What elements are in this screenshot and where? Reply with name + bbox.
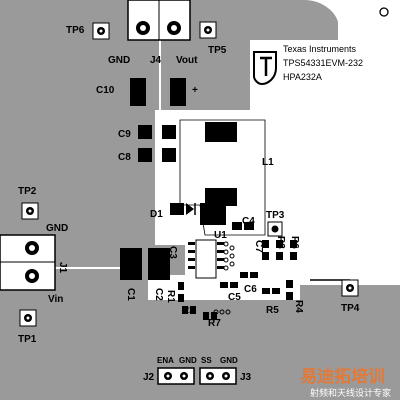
label-vin: Vin bbox=[48, 294, 63, 305]
copper-pour-main bbox=[0, 0, 338, 300]
r3-resistor bbox=[276, 240, 283, 260]
c8-capacitor bbox=[138, 148, 176, 162]
label-r1: R1 bbox=[165, 290, 176, 303]
label-r2: R2 bbox=[182, 305, 195, 316]
label-vout: Vout bbox=[176, 55, 198, 66]
label-j3: J3 bbox=[240, 372, 252, 383]
label-r6: R6 bbox=[289, 236, 300, 249]
title-board: TPS54331EVM-232 bbox=[283, 58, 363, 68]
c7-capacitor bbox=[262, 240, 269, 260]
label-gnd-j3: GND bbox=[220, 356, 238, 365]
label-u1: U1 bbox=[214, 230, 227, 241]
r7-resistor bbox=[203, 312, 217, 320]
c2-capacitor bbox=[148, 248, 170, 280]
r5-resistor bbox=[262, 288, 280, 294]
j1-pin-1-hole bbox=[29, 245, 35, 251]
label-l1: L1 bbox=[262, 157, 274, 168]
via-cluster bbox=[213, 241, 235, 315]
l1-inductor bbox=[205, 122, 237, 206]
c9-capacitor bbox=[138, 125, 176, 139]
c6-capacitor bbox=[240, 272, 258, 278]
j2-header bbox=[157, 367, 195, 385]
label-plus: + bbox=[192, 85, 198, 96]
watermark-sub: 射频和天线设计专家 bbox=[310, 387, 391, 398]
watermark-main: 易迪拓培训 bbox=[300, 366, 385, 386]
label-r3: R3 bbox=[275, 236, 286, 249]
tp3-testpoint bbox=[267, 221, 283, 237]
label-tp6: TP6 bbox=[66, 25, 85, 36]
j1-pin-2-hole bbox=[29, 273, 35, 279]
label-c1: C1 bbox=[125, 288, 136, 301]
label-tp2: TP2 bbox=[18, 186, 37, 197]
corner-hole-tr bbox=[379, 7, 389, 17]
c4-capacitor bbox=[232, 222, 254, 230]
label-c6: C6 bbox=[244, 284, 257, 295]
label-tp4: TP4 bbox=[341, 303, 360, 314]
tp5-testpoint bbox=[199, 21, 217, 39]
label-r4: R4 bbox=[293, 300, 304, 313]
c1-capacitor bbox=[120, 248, 142, 280]
c10-capacitor bbox=[130, 78, 186, 106]
label-c9: C9 bbox=[118, 129, 131, 140]
label-c3: C3 bbox=[167, 246, 178, 259]
label-c8: C8 bbox=[118, 152, 131, 163]
tp2-testpoint bbox=[21, 202, 39, 220]
r2-resistor bbox=[182, 306, 196, 314]
label-gnd-j2: GND bbox=[179, 356, 197, 365]
label-r7: R7 bbox=[208, 318, 221, 329]
label-c5: C5 bbox=[228, 292, 241, 303]
r4-resistor bbox=[286, 280, 293, 300]
label-ena: ENA bbox=[157, 356, 174, 365]
r1-resistor bbox=[178, 282, 184, 302]
label-c2: C2 bbox=[153, 288, 164, 301]
title-company: Texas Instruments bbox=[283, 44, 357, 54]
copper-pour-bottom bbox=[0, 300, 400, 400]
tp6-testpoint bbox=[92, 22, 110, 40]
tp4-testpoint bbox=[341, 279, 359, 297]
ti-logo bbox=[253, 51, 277, 86]
label-gnd-top: GND bbox=[108, 55, 130, 66]
label-c10: C10 bbox=[96, 85, 115, 96]
label-j1: J1 bbox=[57, 262, 68, 274]
j4-pin-2-hole bbox=[171, 25, 177, 31]
u1-ic bbox=[188, 239, 224, 279]
label-c4: C4 bbox=[242, 216, 255, 227]
label-ss: SS bbox=[201, 356, 212, 365]
label-d1: D1 bbox=[150, 209, 163, 220]
j4-pin-1-hole bbox=[140, 25, 146, 31]
label-c7: C7 bbox=[253, 240, 264, 253]
label-j2: J2 bbox=[143, 372, 155, 383]
j3-header bbox=[199, 367, 237, 385]
d1-diode bbox=[170, 203, 226, 225]
title-pcb: HPA232A bbox=[283, 72, 322, 82]
r6-resistor bbox=[290, 240, 297, 260]
label-gnd-left: GND bbox=[46, 223, 68, 234]
c5-capacitor bbox=[220, 282, 238, 288]
label-tp3: TP3 bbox=[266, 210, 285, 221]
label-j4: J4 bbox=[150, 55, 162, 66]
label-tp5: TP5 bbox=[208, 45, 227, 56]
label-r5: R5 bbox=[266, 305, 279, 316]
tp1-testpoint bbox=[19, 309, 37, 327]
label-tp1: TP1 bbox=[18, 334, 37, 345]
